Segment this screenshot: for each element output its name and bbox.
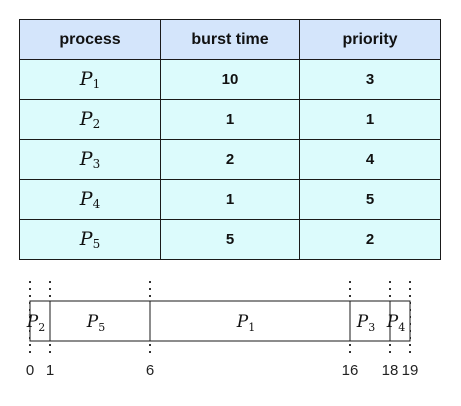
priority-cell: 2: [299, 219, 441, 260]
gantt-segment: [389, 300, 411, 342]
process-name-cell: P4: [19, 179, 161, 220]
time-tick-label: 18: [382, 362, 399, 379]
burst-time-cell: 1: [160, 179, 300, 220]
header-process: process: [19, 19, 161, 60]
time-tick-label: 16: [342, 362, 359, 379]
segment-label-subscript: 3: [368, 321, 375, 334]
process-name-cell: P1: [19, 59, 161, 100]
burst-time-cell: 5: [160, 219, 300, 260]
priority-cell: 4: [299, 139, 441, 180]
process-name: P: [79, 148, 93, 170]
time-tick-label: 0: [26, 362, 34, 379]
segment-label: P4: [386, 312, 405, 334]
segment-label-name: P: [236, 312, 249, 332]
process-table: process burst time priority P1 10 3 P2 1…: [19, 19, 441, 260]
table-row: P5 5 2: [19, 219, 441, 260]
gantt-segment: [149, 300, 351, 342]
segment-label: P2: [26, 312, 45, 334]
segment-label-subscript: 1: [248, 321, 255, 334]
process-name: P: [79, 108, 93, 130]
time-tick-label: 6: [146, 362, 154, 379]
segment-label: P1: [236, 312, 255, 334]
segment-label-subscript: 2: [38, 321, 45, 334]
segment-label-subscript: 4: [398, 321, 405, 334]
process-name: P: [79, 68, 93, 90]
priority-cell: 1: [299, 99, 441, 140]
burst-time-cell: 10: [160, 59, 300, 100]
process-name: P: [79, 228, 93, 250]
time-tick-label: 1: [46, 362, 54, 379]
process-subscript: 2: [92, 117, 101, 131]
gantt-segment: [49, 300, 151, 342]
priority-cell: 3: [299, 59, 441, 100]
segment-label-name: P: [356, 312, 369, 332]
time-tick-label: 19: [402, 362, 419, 379]
segment-label-subscript: 5: [98, 321, 105, 334]
process-name-cell: P3: [19, 139, 161, 180]
burst-time-cell: 2: [160, 139, 300, 180]
burst-time-cell: 1: [160, 99, 300, 140]
segment-label: P5: [86, 312, 105, 334]
segment-label-name: P: [386, 312, 399, 332]
table-row: P1 10 3: [19, 59, 441, 100]
process-subscript: 5: [92, 237, 101, 251]
segment-label: P3: [356, 312, 375, 334]
gantt-segment: [349, 300, 391, 342]
table-row: P2 1 1: [19, 99, 441, 140]
process-name: P: [79, 188, 93, 210]
process-name-cell: P5: [19, 219, 161, 260]
segment-label-name: P: [26, 312, 39, 332]
table-row: P3 2 4: [19, 139, 441, 180]
process-name-cell: P2: [19, 99, 161, 140]
process-subscript: 4: [92, 197, 101, 211]
segment-label-name: P: [86, 312, 99, 332]
table-header-row: process burst time priority: [19, 19, 441, 60]
process-subscript: 1: [92, 77, 101, 91]
process-subscript: 3: [92, 157, 101, 171]
